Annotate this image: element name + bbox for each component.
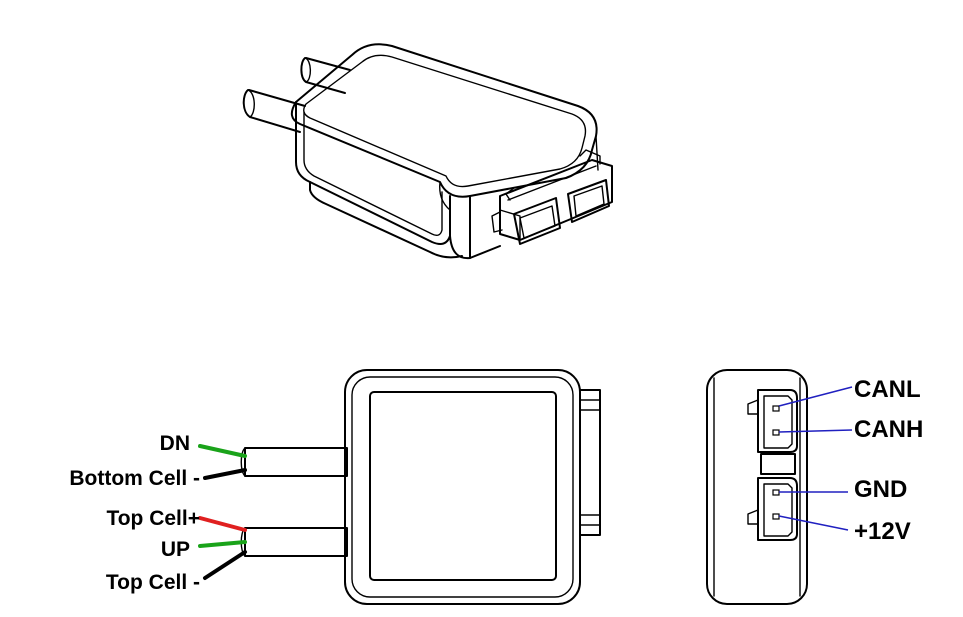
side-port-upper bbox=[747, 389, 798, 453]
pin-canl bbox=[772, 405, 780, 412]
label-top-cell-neg: Top Cell - bbox=[106, 571, 200, 594]
front-housing-outer bbox=[344, 369, 581, 605]
front-cable-lower bbox=[240, 527, 348, 557]
side-housing-outer bbox=[706, 369, 808, 605]
iso-housing bbox=[290, 43, 599, 260]
iso-cable-upper bbox=[300, 57, 351, 94]
front-view: DN Bottom Cell - Top Cell+ UP Top Cell - bbox=[69, 369, 601, 605]
pin-gnd bbox=[772, 489, 780, 496]
wire-dn bbox=[198, 444, 247, 458]
side-view: CANL CANH GND +12V bbox=[706, 369, 923, 605]
side-latch bbox=[760, 453, 796, 475]
leader-canl bbox=[778, 386, 853, 407]
side-port-lower bbox=[747, 477, 798, 541]
pin-plus12v bbox=[772, 513, 780, 520]
label-plus12v: +12V bbox=[854, 518, 911, 545]
label-gnd: GND bbox=[854, 476, 907, 503]
wire-top-cell-pos bbox=[198, 516, 247, 532]
wire-top-cell-neg bbox=[203, 550, 247, 580]
leader-plus12v bbox=[778, 515, 849, 531]
front-connector-profile bbox=[579, 389, 601, 536]
pin-canh bbox=[772, 429, 780, 436]
wire-up bbox=[198, 540, 247, 548]
front-housing-face bbox=[369, 391, 557, 581]
wire-bottom-cell-neg bbox=[203, 468, 247, 480]
label-top-cell-pos: Top Cell+ bbox=[106, 507, 200, 530]
label-bottom-cell-neg: Bottom Cell - bbox=[69, 467, 200, 490]
front-housing-bevel bbox=[351, 376, 574, 598]
label-dn: DN bbox=[160, 432, 190, 455]
iso-connector bbox=[491, 149, 613, 245]
leader-canh bbox=[778, 429, 853, 433]
front-cable-upper bbox=[240, 447, 348, 477]
label-canl: CANL bbox=[854, 376, 921, 403]
isometric-view bbox=[242, 43, 613, 260]
label-canh: CANH bbox=[854, 416, 923, 443]
label-up: UP bbox=[161, 538, 190, 561]
